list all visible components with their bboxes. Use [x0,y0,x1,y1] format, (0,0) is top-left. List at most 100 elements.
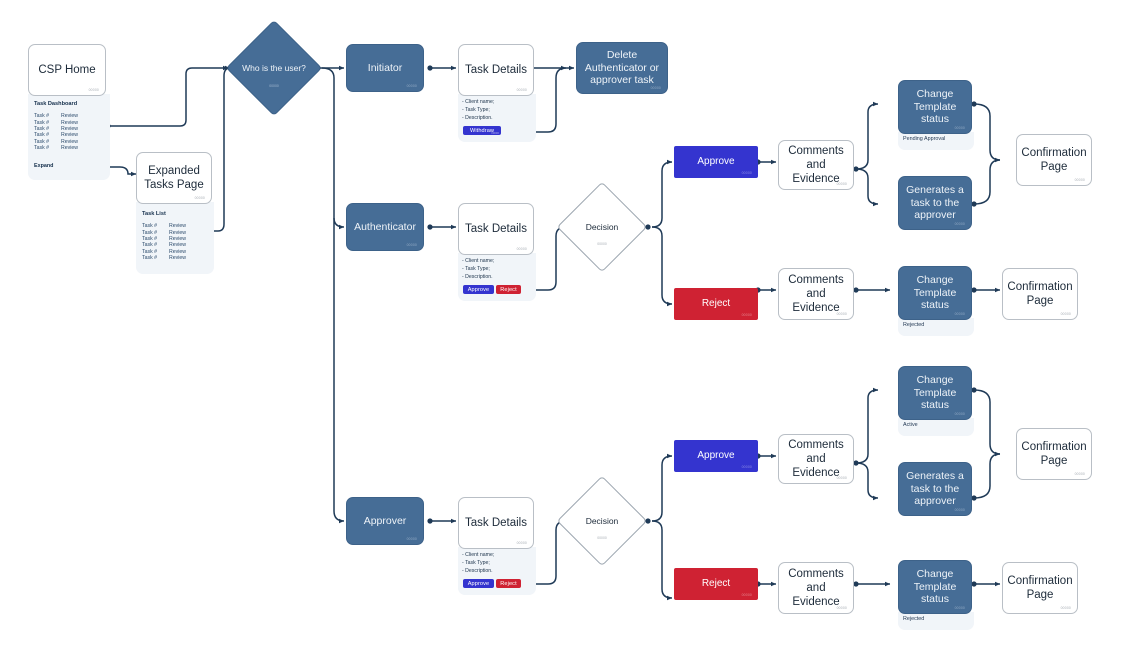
node-initiator-label: Initiator [367,61,403,74]
task-action[interactable]: Review [61,145,79,152]
node-change-template-status-label: Change Template status [913,87,957,126]
task-action[interactable]: Review [169,248,187,255]
node-reject-approver[interactable]: Reject 00000 [674,568,758,600]
decision-approver[interactable]: Decision 00000 [556,475,648,567]
task-action[interactable]: Review [61,113,79,120]
node-reject-label: Reject [701,297,731,309]
list-item[interactable]: Task #Review [34,126,95,132]
task-action[interactable]: Review [169,242,187,249]
list-item[interactable]: Task # Review [34,145,95,151]
node-task-details-approver[interactable]: Task Details 00000 [458,497,534,549]
reject-button[interactable]: Reject [496,579,521,588]
status-caption-panel-pending [898,132,974,150]
list-item[interactable]: Task # Review [34,113,95,119]
node-micro-label: 00000 [650,85,661,90]
node-comments-label: Comments and Evidence [788,438,844,479]
node-confirmation-page-approve-approver[interactable]: Confirmation Page 00000 [1016,428,1092,480]
list-item[interactable]: Task # Review [142,249,203,255]
node-reject-authenticator[interactable]: Reject 00000 [674,288,758,320]
node-micro-label: 00000 [491,132,499,135]
node-delete-authenticator-or-approver-task[interactable]: Delete Authenticator or approver task 00… [576,42,668,94]
decision-who-is-the-user[interactable]: Who is the user? 00000 [225,19,323,117]
reject-button[interactable]: Reject [496,285,521,294]
node-change-template-status-active[interactable]: Change Template status 00000 [898,366,972,420]
node-micro-label: 00000 [516,246,527,251]
list-item[interactable]: Task #Review [34,132,95,138]
task-action[interactable]: Review [169,223,187,230]
list-item[interactable]: Task #Review [142,242,203,248]
status-caption-active: Active [903,422,918,428]
task-action[interactable]: Review [61,138,79,145]
list-item[interactable]: Task #Review [34,119,95,126]
node-micro-label: 00000 [406,242,417,247]
approve-button-label: Approve [467,580,490,587]
node-approve-label: Approve [697,449,735,461]
task-action[interactable]: Review [169,235,187,242]
node-task-details-authenticator[interactable]: Task Details 00000 [458,203,534,255]
list-item[interactable]: Task #Review [34,139,95,145]
task-action[interactable]: Review [61,125,79,132]
node-approver[interactable]: Approver 00000 [346,497,424,545]
decision-who-is-the-user-label: Who is the user? [242,62,306,73]
reject-button-label: Reject [500,286,517,293]
node-micro-label: 00000 [741,464,752,469]
node-micro-label: 00000 [516,540,527,545]
task-id: Task # [142,248,157,255]
task-action[interactable]: Review [61,119,79,126]
decision-label: Decision [585,515,619,526]
node-comments-and-evidence-approve-approver[interactable]: Comments and Evidence 00000 [778,434,854,484]
node-authenticator[interactable]: Authenticator 00000 [346,203,424,251]
task-dashboard-title: Task Dashboard [34,101,78,107]
node-confirmation-page-reject-approver[interactable]: Confirmation Page 00000 [1002,562,1078,614]
node-micro-label: 00000 [269,84,279,89]
node-csp-home[interactable]: CSP Home 00000 [28,44,106,96]
node-confirmation-page-reject-auth[interactable]: Confirmation Page 00000 [1002,268,1078,320]
task-id: Task # [34,113,49,120]
node-change-template-status-rejected-auth[interactable]: Change Template status 00000 [898,266,972,320]
node-generates-task-to-approver-auth[interactable]: Generates a task to the approver 00000 [898,176,972,230]
node-micro-label: 00000 [954,507,965,512]
task-action[interactable]: Review [169,229,187,236]
task-id: Task # [142,235,157,242]
node-confirmation-page-label: Confirmation Page [1021,146,1087,173]
decision-authenticator[interactable]: Decision 00000 [556,181,648,273]
task-action[interactable]: Review [61,132,79,139]
node-approve-authenticator[interactable]: Approve 00000 [674,146,758,178]
withdraw-button[interactable]: Withdraw 00000 [463,126,501,135]
approve-button[interactable]: Approve [463,579,494,588]
task-details-fields: - Client name; - Task Type; - Descriptio… [462,99,495,121]
approve-button[interactable]: Approve [463,285,494,294]
withdraw-button-label: Withdraw [469,127,495,134]
list-item[interactable]: Task #Review [142,229,203,236]
node-micro-label: 00000 [88,87,99,92]
node-comments-and-evidence-approve-auth[interactable]: Comments and Evidence 00000 [778,140,854,190]
node-micro-label: 00000 [1074,471,1085,476]
list-item[interactable]: Task #Review [142,223,203,229]
list-item[interactable]: Task #Review [142,255,203,261]
status-caption-rejected: Rejected [903,616,925,622]
node-generates-task-to-approver[interactable]: Generates a task to the approver 00000 [898,462,972,516]
node-initiator[interactable]: Initiator 00000 [346,44,424,92]
node-comments-and-evidence-reject-approver[interactable]: Comments and Evidence 00000 [778,562,854,614]
list-item[interactable]: Task # Review [142,236,203,242]
node-change-template-status-label: Change Template status [913,567,957,606]
node-approver-label: Approver [363,514,407,527]
task-action[interactable]: Review [169,255,187,262]
task-dashboard-rows: Task #Review Task #Review Task #Review T… [34,113,95,151]
node-task-details-initiator[interactable]: Task Details 00000 [458,44,534,96]
node-micro-label: 00000 [954,311,965,316]
node-change-template-status-pending[interactable]: Change Template status 00000 [898,80,972,134]
node-expanded-tasks-page[interactable]: Expanded Tasks Page 00000 [136,152,212,204]
node-change-template-status-rejected-approver[interactable]: Change Template status 00000 [898,560,972,614]
node-reject-label: Reject [701,577,731,589]
node-task-details-label: Task Details [465,222,527,235]
node-approve-approver[interactable]: Approve 00000 [674,440,758,472]
task-id: Task # [34,145,49,152]
node-comments-and-evidence-reject-auth[interactable]: Comments and Evidence 00000 [778,268,854,320]
expand-link[interactable]: Expand [34,163,54,169]
node-micro-label: 00000 [194,195,205,200]
task-list-panel [136,202,214,274]
node-confirmation-page-approve-auth[interactable]: Confirmation Page 00000 [1016,134,1092,186]
node-micro-label: 00000 [741,592,752,597]
